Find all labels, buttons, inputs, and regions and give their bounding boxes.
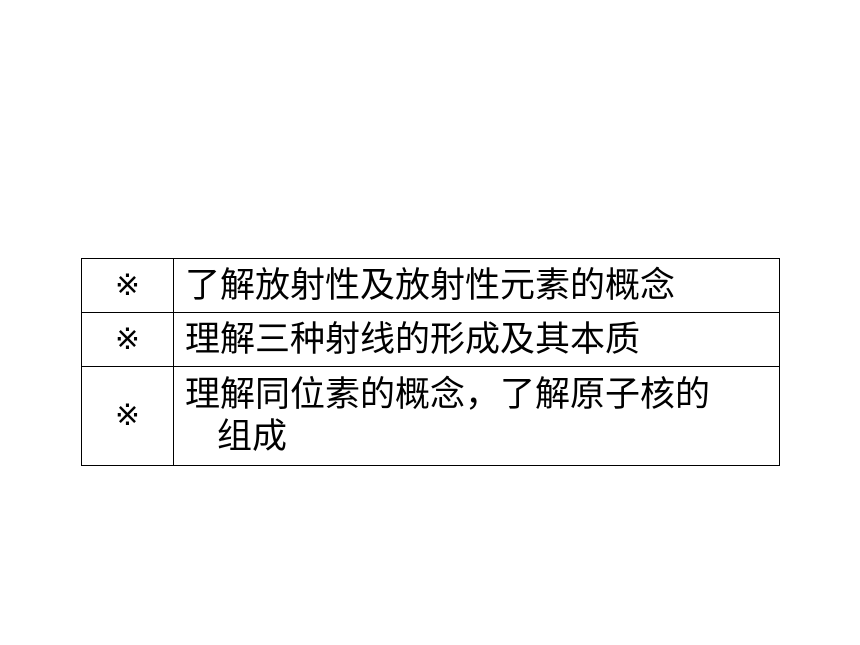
learning-objectives-table: ※ 了解放射性及放射性元素的概念 ※ 理解三种射线的形成及其本质 ※ 理解同位素… [81, 258, 780, 466]
objective-text: 理解三种射线的形成及其本质 [173, 312, 780, 367]
objective-text: 理解同位素的概念，了解原子核的 组成 [173, 366, 780, 466]
reference-mark: ※ [81, 312, 174, 367]
objective-text-line: 理解同位素的概念，了解原子核的 [185, 375, 711, 415]
table-row: ※ 理解同位素的概念，了解原子核的 组成 [81, 366, 780, 466]
objective-text-line: 组成 [217, 417, 288, 457]
reference-mark: ※ [81, 366, 174, 466]
objective-text: 了解放射性及放射性元素的概念 [173, 258, 780, 313]
reference-mark: ※ [81, 258, 174, 313]
table-row: ※ 理解三种射线的形成及其本质 [81, 312, 780, 367]
table-row: ※ 了解放射性及放射性元素的概念 [81, 258, 780, 313]
